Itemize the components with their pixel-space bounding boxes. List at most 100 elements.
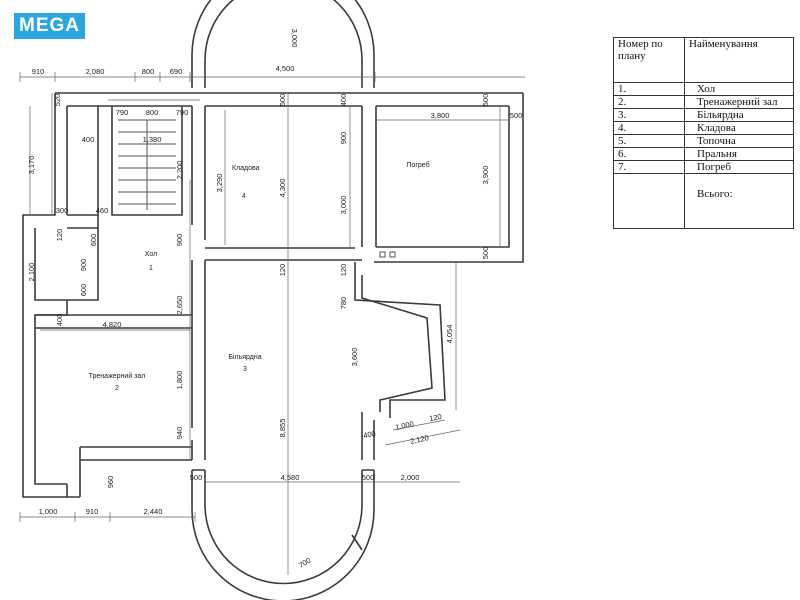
- dim-bot-4580: 4,580: [281, 473, 300, 482]
- dim-bil-1000: 1,000: [394, 419, 414, 432]
- legend-header-name: Найменування: [684, 37, 794, 83]
- dim-left-400: 400: [82, 135, 95, 144]
- dim-cel-3900: 3,900: [481, 166, 490, 185]
- site-logo: MEGA: [14, 13, 85, 39]
- dim-mid-4820: 4,820: [103, 320, 122, 329]
- legend-row-name: Тренажерний зал: [684, 95, 794, 109]
- legend-row-number: 5.: [613, 134, 685, 148]
- legend-row: 6. Пральня: [613, 147, 794, 161]
- legend-header-row: Номер по плану Найменування: [613, 37, 794, 83]
- room-gym-name: Тренажерний зал: [89, 372, 146, 380]
- legend-header-number: Номер по плану: [613, 37, 685, 83]
- legend-row-number: 2.: [613, 95, 685, 109]
- dim-top-800: 800: [142, 67, 155, 76]
- dim-left-600a: 600: [89, 234, 98, 247]
- legend-row: 2. Тренажерний зал: [613, 95, 794, 109]
- dim-st-120b: 120: [339, 264, 348, 277]
- legend-row-name: Кладова: [684, 121, 794, 135]
- dim-bot-500b: 500: [362, 473, 375, 482]
- dim-bil-3600: 3,600: [350, 348, 359, 367]
- dim-st-3290: 3,290: [215, 174, 224, 193]
- legend-row-name: Пральня: [684, 147, 794, 161]
- dim-hall-940: 940: [175, 427, 184, 440]
- dim-hall-2650: 2,650: [175, 296, 184, 315]
- dim-left-120: 120: [55, 229, 64, 242]
- dim-top-910: 910: [32, 67, 45, 76]
- dim-left-2100: 2,100: [27, 263, 36, 282]
- legend-total-number: [613, 173, 685, 229]
- dim-bot-700: 700: [297, 556, 312, 570]
- dim-bil-4054: 4,054: [445, 325, 454, 344]
- room-cellar-name: Погреб: [406, 161, 429, 169]
- legend-row-number: 3.: [613, 108, 685, 122]
- dim-st-400: 400: [339, 94, 348, 107]
- legend-table: Номер по плану Найменування 1. Хол 2. Тр…: [613, 37, 794, 229]
- dim-bil-8855: 8,855: [278, 419, 287, 438]
- room-labels: Кладова 4 Погреб Хол 1 Тренажерний зал 2…: [89, 161, 430, 392]
- dim-left-460: 460: [96, 206, 109, 215]
- dim-st-120a: 120: [278, 264, 287, 277]
- room-hall-num: 1: [149, 265, 153, 272]
- dim-left-520: 520: [53, 94, 62, 107]
- dim-r2-790a: 790: [116, 108, 129, 117]
- dim-bot-910: 910: [86, 507, 99, 516]
- dim-left-400b: 400: [55, 314, 64, 327]
- room-storage-num: 4: [242, 193, 246, 200]
- legend-row-name: Топочна: [684, 134, 794, 148]
- legend-row: 1. Хол: [613, 82, 794, 96]
- room-billiard-num: 3: [243, 366, 247, 373]
- room-gym-num: 2: [115, 385, 119, 392]
- dim-cel-3800: 3,800: [431, 111, 450, 120]
- dim-left-600b: 600: [79, 284, 88, 297]
- dim-top-690: 690: [170, 67, 183, 76]
- legend-row: 5. Топочна: [613, 134, 794, 148]
- dim-hall-1800: 1,800: [175, 371, 184, 390]
- dim-cel-500a: 500: [481, 94, 490, 107]
- legend-row-number: 1.: [613, 82, 685, 96]
- dim-r2-1380: 1,380: [143, 135, 162, 144]
- legend-row: 7. Погреб: [613, 160, 794, 174]
- legend-row: 4. Кладова: [613, 121, 794, 135]
- legend-row-name: Більярдна: [684, 108, 794, 122]
- legend-row-name: Погреб: [684, 160, 794, 174]
- dim-bot-1000: 1,000: [39, 507, 58, 516]
- legend-row-number: 4.: [613, 121, 685, 135]
- dim-bil-780: 780: [339, 297, 348, 310]
- legend-row-number: 6.: [613, 147, 685, 161]
- dim-top-3000: 3,000: [290, 29, 299, 48]
- room-storage-name: Кладова: [232, 165, 260, 172]
- dim-bot-2000: 2,000: [401, 473, 420, 482]
- dimension-lines: [19, 72, 525, 575]
- room-billiard-name: Більярдна: [228, 353, 261, 361]
- dim-bil-120: 120: [428, 412, 442, 423]
- legend-row: 3. Більярдна: [613, 108, 794, 122]
- dim-cel-500c: 500: [481, 247, 490, 260]
- dim-st-4300: 4,300: [278, 179, 287, 198]
- dim-top-4500: 4,500: [276, 64, 295, 73]
- dim-bil-400: 400: [362, 429, 376, 440]
- dim-stair-2200: 2,200: [175, 161, 184, 180]
- dim-r2-790b: 790: [176, 108, 189, 117]
- dim-bil-2120: 2,120: [409, 433, 429, 446]
- walls: [22, 0, 524, 600]
- dim-left-900: 900: [79, 259, 88, 272]
- dim-hall-900: 900: [175, 234, 184, 247]
- dim-left-300: 300: [56, 206, 69, 215]
- dimension-labels: 910 2,080 800 690 4,500 3,000 790 800 79…: [27, 29, 522, 570]
- dim-st-3000: 3,000: [339, 196, 348, 215]
- legend-total-row: Всього:: [613, 173, 794, 229]
- legend-row-name: Хол: [684, 82, 794, 96]
- dim-left-3170: 3,170: [27, 156, 36, 175]
- dim-st-500: 500: [278, 94, 287, 107]
- dim-bot-500a: 500: [190, 473, 203, 482]
- legend-total-label: Всього:: [684, 173, 794, 229]
- dim-st-900: 900: [339, 132, 348, 145]
- legend-row-number: 7.: [613, 160, 685, 174]
- dim-top-2080: 2,080: [86, 67, 105, 76]
- dim-cel-500b: 500: [510, 111, 523, 120]
- room-hall-name: Хол: [145, 251, 157, 258]
- dim-bot-960: 960: [106, 476, 115, 489]
- dim-bot-2440: 2,440: [144, 507, 163, 516]
- dim-r2-800: 800: [146, 108, 159, 117]
